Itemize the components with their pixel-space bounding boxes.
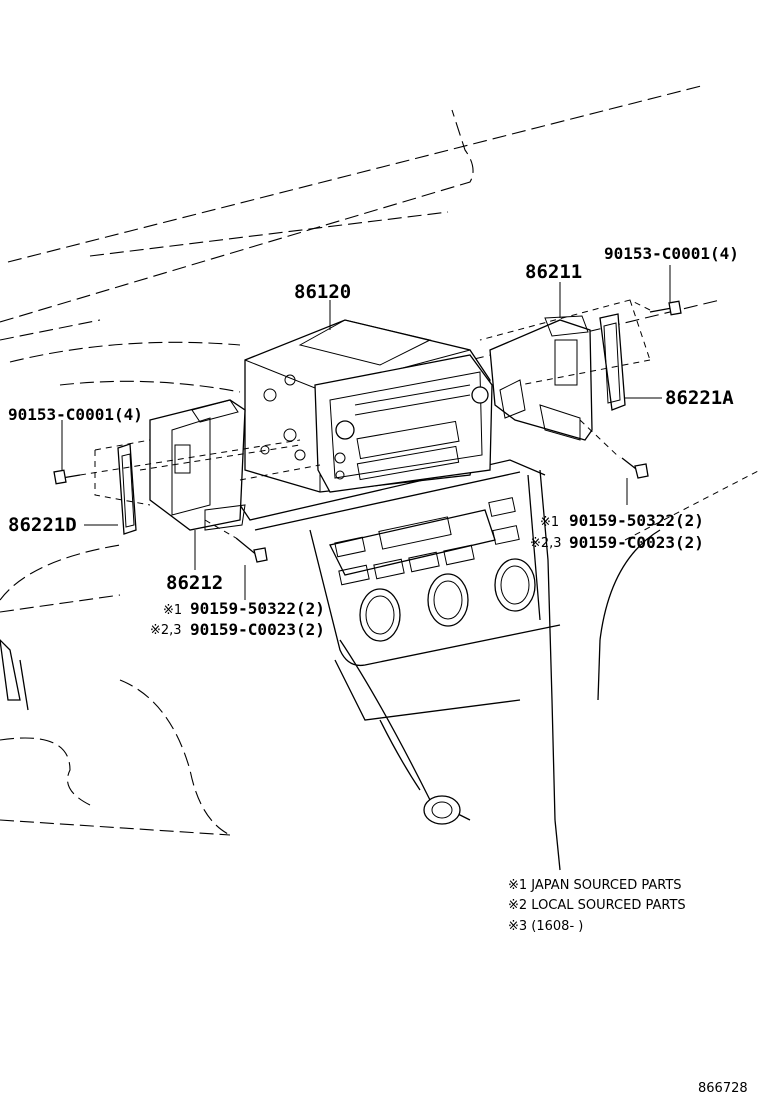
label-86211: 86211	[525, 261, 582, 283]
label-screw-top-right: 90153-C0001(4)	[604, 244, 739, 263]
assembly-lines	[79, 299, 651, 539]
left-part-2: 90159-C0023(2)	[190, 620, 325, 639]
left-mark-1: ※1	[163, 603, 182, 618]
head-unit-86120	[244, 319, 493, 493]
leader-lines	[61, 265, 671, 600]
screw-left-lower	[235, 537, 268, 563]
note-date-range: ※3 (1608- )	[508, 919, 583, 934]
right-mark-2: ※2,3	[530, 536, 562, 551]
label-86221a: 86221A	[665, 387, 734, 409]
right-mark-1: ※1	[540, 515, 559, 530]
screw-right-lower	[621, 457, 649, 479]
label-screw-left: 90153-C0001(4)	[8, 405, 143, 424]
screw-top-right	[649, 300, 682, 316]
figure-number: 866728	[698, 1081, 748, 1096]
note-japan-sourced: ※1 JAPAN SOURCED PARTS	[508, 878, 682, 893]
bracket-86211	[489, 315, 593, 441]
center-console	[0, 459, 661, 871]
panel-86221a	[599, 313, 626, 411]
left-part-1: 90159-50322(2)	[190, 599, 325, 618]
label-86120: 86120	[294, 281, 351, 303]
screw-left	[53, 469, 81, 485]
label-86212: 86212	[166, 572, 223, 594]
panel-86221d	[117, 443, 137, 535]
left-mark-2: ※2,3	[150, 623, 182, 638]
right-part-1: 90159-50322(2)	[569, 511, 704, 530]
note-local-sourced: ※2 LOCAL SOURCED PARTS	[508, 898, 686, 913]
label-86221d: 86221D	[8, 514, 77, 536]
right-part-2: 90159-C0023(2)	[569, 533, 704, 552]
bracket-86212	[149, 399, 246, 531]
